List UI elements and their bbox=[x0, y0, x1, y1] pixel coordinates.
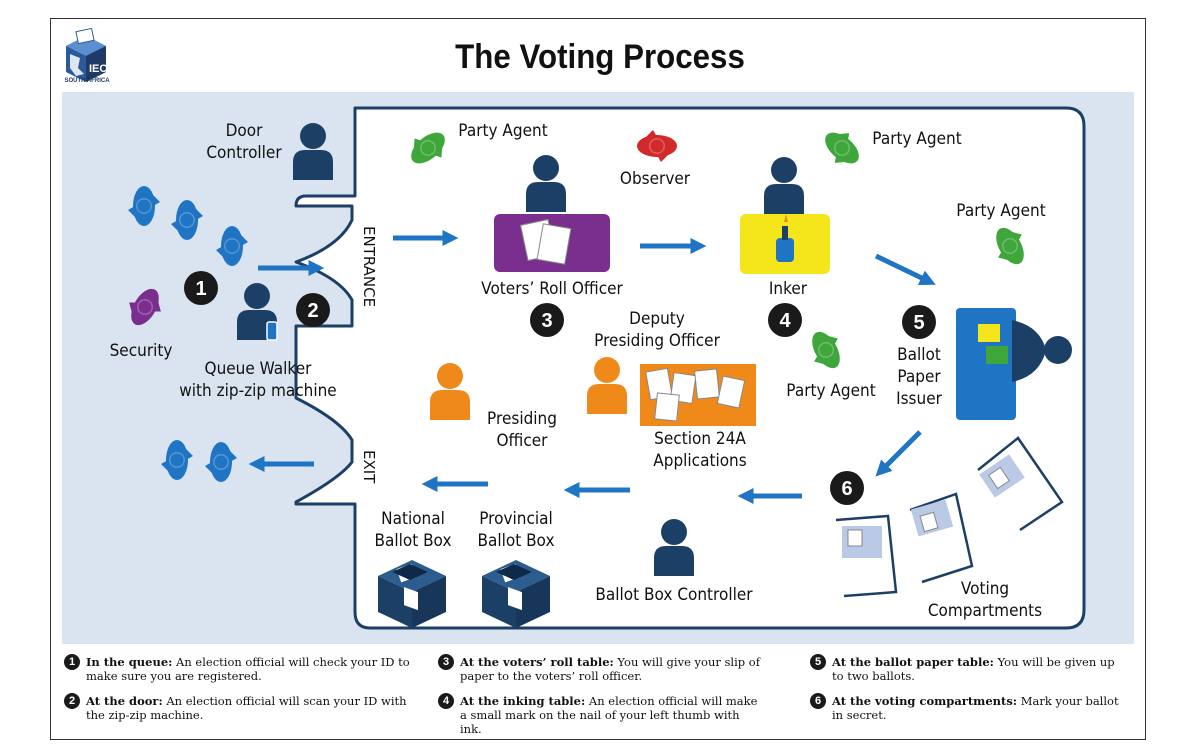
section-24a-table bbox=[587, 357, 756, 426]
step-3-label: 3 bbox=[541, 310, 552, 332]
step-badges bbox=[184, 271, 936, 505]
exit-label: EXIT bbox=[360, 450, 378, 484]
iec-logo-icon: IEC bbox=[66, 28, 107, 82]
inker-label: Inker bbox=[768, 279, 808, 299]
svg-text:IEC: IEC bbox=[89, 63, 107, 75]
party-agent-label-2: Party Agent bbox=[872, 129, 962, 149]
inking-table bbox=[740, 157, 830, 274]
logo-subtitle: SOUTH AFRICA bbox=[64, 78, 110, 84]
security-label: Security bbox=[109, 341, 173, 361]
party-agent-label-3: Party Agent bbox=[956, 201, 1046, 221]
step-1-label: 1 bbox=[195, 278, 206, 300]
queue-walker-person bbox=[237, 283, 278, 341]
voters-roll-officer-label: Voters’ Roll Officer bbox=[481, 279, 623, 299]
step-2-label: 2 bbox=[307, 300, 318, 322]
party-agent-label-4: Party Agent bbox=[786, 381, 876, 401]
step-4-label: 4 bbox=[779, 310, 791, 332]
flow-arrows bbox=[248, 229, 936, 505]
party-agent-label-1: Party Agent bbox=[458, 121, 548, 141]
voters-roll-table bbox=[494, 155, 610, 272]
voting-compartments bbox=[835, 436, 1064, 598]
ballot-box-controller-label: Ballot Box Controller bbox=[595, 585, 753, 605]
step-5-label: 5 bbox=[913, 312, 924, 334]
step-6-label: 6 bbox=[841, 478, 852, 500]
entrance-label: ENTRANCE bbox=[360, 226, 378, 308]
ballot-paper-table bbox=[956, 308, 1072, 420]
observer-label: Observer bbox=[619, 169, 691, 189]
page-title: The Voting Process bbox=[455, 38, 745, 76]
